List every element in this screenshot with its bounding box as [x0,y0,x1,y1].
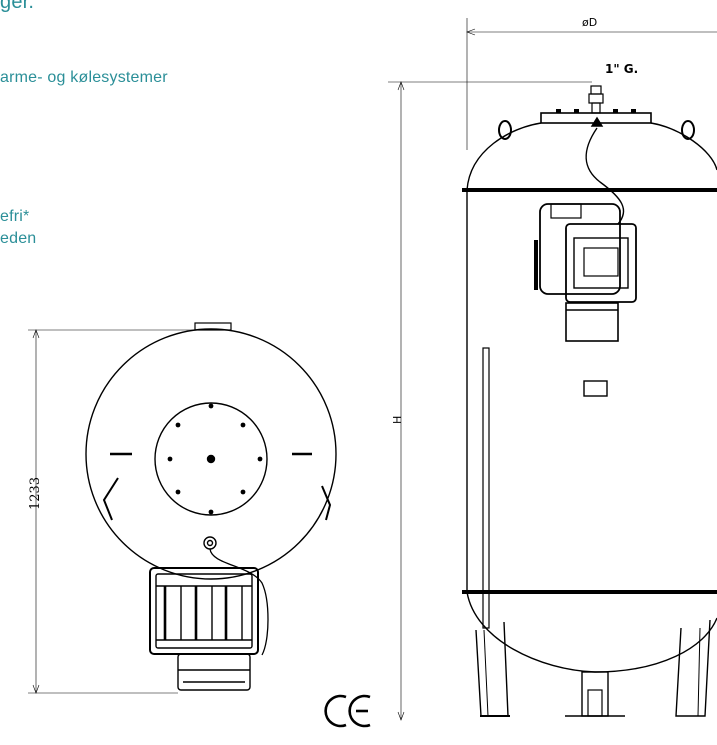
feature-line-3: eden [0,230,37,247]
feature-line-2: efri* [0,208,30,225]
side-view [388,18,717,721]
top-view-height-label: 1233 [28,476,43,510]
feature-line-1: arme- og kølesystemer [0,69,168,86]
ce-mark [324,694,371,728]
height-label: H [391,415,404,424]
page-title-fragment: ger. [0,0,35,13]
top-view [28,322,337,694]
connection-label: 1" G. [605,62,639,76]
diameter-label: øD [582,16,598,29]
